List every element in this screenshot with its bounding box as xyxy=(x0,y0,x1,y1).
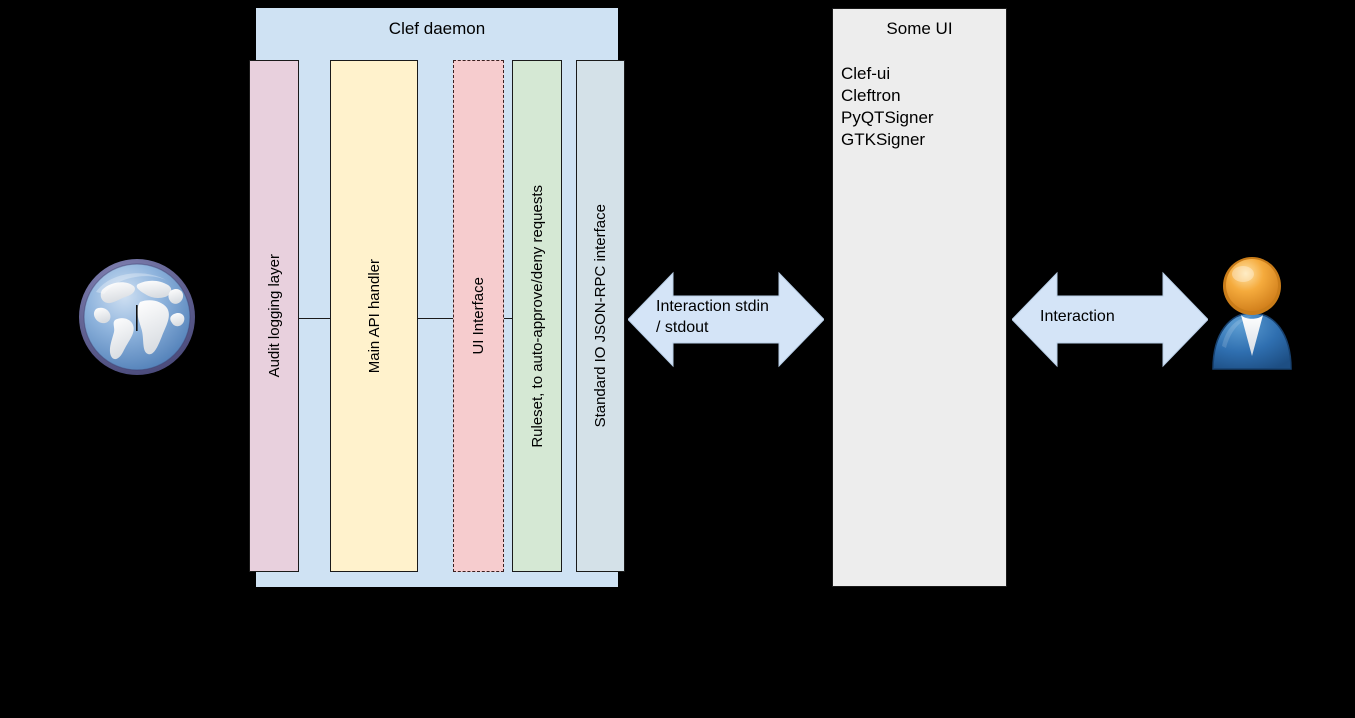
user-icon xyxy=(1206,250,1298,370)
connector-audit-to-api xyxy=(298,318,331,319)
someui-title: Some UI xyxy=(886,19,953,38)
list-item: PyQTSigner xyxy=(841,108,934,127)
someui-list: Clef-ui Cleftron PyQTSigner GTKSigner xyxy=(841,63,1001,151)
layer-box-ruleset[interactable]: Ruleset, to auto-approve/deny requests xyxy=(512,60,562,572)
layer-label-standard-io-jsonrpc: Standard IO JSON-RPC interface xyxy=(592,204,609,428)
layer-box-main-api-handler[interactable]: Main API handler xyxy=(330,60,418,572)
layer-label-ruleset: Ruleset, to auto-approve/deny requests xyxy=(528,184,546,448)
layer-label-audit-logging: Audit logging layer xyxy=(265,254,283,378)
clef-daemon-title: Clef daemon xyxy=(388,19,486,38)
arrow-someui-to-user xyxy=(1012,270,1208,369)
layer-box-standard-io-jsonrpc[interactable]: Standard IO JSON-RPC interface xyxy=(576,60,625,572)
arrow-clef-to-someui xyxy=(628,270,824,369)
someui-panel xyxy=(832,8,1007,587)
clef-daemon-container xyxy=(256,8,618,587)
globe-icon xyxy=(74,254,200,380)
connector-ui-to-ruleset xyxy=(503,318,513,319)
layer-box-ui-interface[interactable]: UI Interface xyxy=(453,60,504,572)
layer-label-main-api-handler: Main API handler xyxy=(365,258,383,374)
list-item: Clef-ui xyxy=(841,64,891,83)
layer-box-audit-logging[interactable]: Audit logging layer xyxy=(249,60,299,572)
list-item: Cleftron xyxy=(841,86,901,105)
layer-label-ui-interface: UI Interface xyxy=(470,277,487,355)
connector-api-to-ui xyxy=(417,318,454,319)
list-item: GTKSigner xyxy=(841,130,926,149)
